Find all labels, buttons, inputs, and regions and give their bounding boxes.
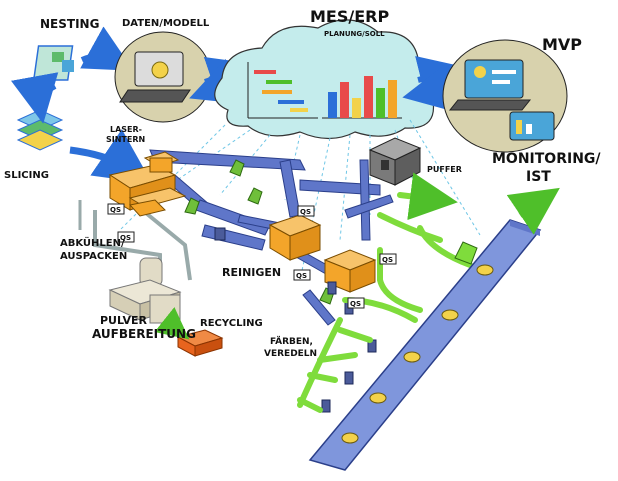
label-abkuehlen-1: ABKÜHLEN/ xyxy=(60,235,125,249)
qs-badge: QS xyxy=(379,253,397,265)
arrow-model-nesting xyxy=(80,26,134,71)
reinigen-machine xyxy=(268,214,322,261)
label-daten-modell: DATEN/MODELL xyxy=(122,18,210,29)
label-mvp: MVP xyxy=(542,35,582,54)
svg-text:QS: QS xyxy=(382,256,393,264)
recycling-box xyxy=(176,329,224,357)
qs-badge: QS xyxy=(347,297,365,309)
label-recycling: RECYCLING xyxy=(200,318,263,329)
laptop-icon xyxy=(464,59,524,99)
nesting-icon xyxy=(32,45,74,81)
qs-badge: QS xyxy=(107,203,125,215)
slicing-icon xyxy=(16,109,64,151)
label-monitoring-2: IST xyxy=(526,169,551,185)
svg-text:QS: QS xyxy=(110,206,121,214)
svg-text:QS: QS xyxy=(296,272,307,280)
label-pulver-2: AUFBEREITUNG xyxy=(92,327,196,341)
label-mes-erp: MES/ERP xyxy=(310,7,389,26)
arrow-slicing-laser xyxy=(69,129,153,184)
label-slicing: SLICING xyxy=(4,170,49,181)
label-laser-sintern-2: SINTERN xyxy=(106,135,145,144)
label-nesting: NESTING xyxy=(40,17,99,31)
label-abkuehlen-2: AUSPACKEN xyxy=(60,251,127,262)
green-flows xyxy=(297,172,473,413)
label-planung-soll: PLANUNG/SOLL xyxy=(324,30,385,38)
qs-badges: QS QS QS QS QS QS xyxy=(107,203,397,309)
mvp-bubble xyxy=(442,39,568,153)
bar-chart-icon xyxy=(322,76,402,119)
qs-badge: QS xyxy=(297,205,315,217)
arrow-nesting-slicing xyxy=(11,72,59,124)
svg-text:QS: QS xyxy=(120,234,131,242)
label-pulver-1: PULVER xyxy=(100,314,148,327)
puffer-box xyxy=(368,137,422,186)
laser-sinter-machines xyxy=(108,151,187,217)
label-faerben-1: FÄRBEN, xyxy=(270,336,313,347)
qs-badge: QS xyxy=(293,269,311,281)
robot-arm-icon xyxy=(184,159,335,305)
svg-text:QS: QS xyxy=(350,300,361,308)
conveyor-network xyxy=(149,149,394,326)
qs-badge: QS xyxy=(117,231,135,243)
belt-robot-arm xyxy=(454,241,478,265)
label-faerben-2: VEREDELN xyxy=(264,349,317,359)
output-arrow xyxy=(506,187,560,235)
svg-text:QS: QS xyxy=(300,208,311,216)
label-monitoring-1: MONITORING/ xyxy=(492,151,601,167)
label-reinigen: REINIGEN xyxy=(222,266,281,279)
daten-modell-bubble xyxy=(114,31,212,123)
part-icon xyxy=(341,264,494,444)
gantt-chart-icon xyxy=(247,62,318,119)
label-laser-sintern-1: LASER- xyxy=(110,125,142,134)
label-puffer: PUFFER xyxy=(427,165,462,174)
